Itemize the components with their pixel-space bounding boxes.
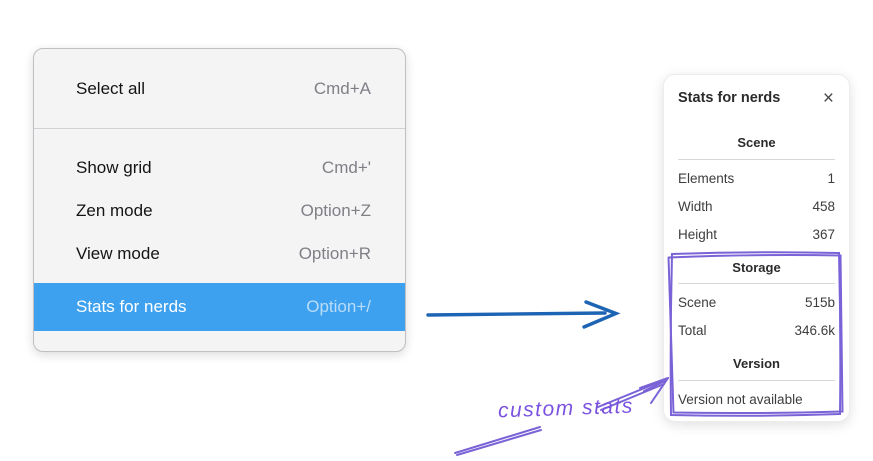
custom-stats-label: custom stats bbox=[497, 394, 635, 423]
blue-arrow bbox=[426, 300, 621, 329]
stat-label: Total bbox=[678, 322, 707, 338]
section-divider bbox=[678, 159, 835, 160]
stat-label: Width bbox=[678, 198, 713, 214]
stat-value: 367 bbox=[812, 226, 835, 242]
menu-divider bbox=[34, 128, 405, 129]
menu-item-label: Zen mode bbox=[76, 200, 153, 220]
version-message: Version not available bbox=[678, 391, 803, 407]
stat-value: 458 bbox=[812, 198, 835, 214]
stat-row-height: Height 367 bbox=[678, 220, 835, 248]
section-divider bbox=[678, 380, 835, 381]
menu-item-shortcut: Option+R bbox=[298, 243, 371, 263]
menu-section-bottom: Show grid Cmd+' Zen mode Option+Z View m… bbox=[34, 129, 405, 331]
stats-panel: Stats for nerds × Scene Elements 1 Width… bbox=[663, 74, 850, 422]
menu-section-top: Select all Cmd+A bbox=[34, 49, 405, 128]
section-rows-scene: Elements 1 Width 458 Height 367 bbox=[678, 164, 835, 248]
menu-item-select-all[interactable]: Select all Cmd+A bbox=[34, 67, 405, 110]
stat-row-scene-storage: Scene 515b bbox=[678, 288, 835, 316]
stat-row-total-storage: Total 346.6k bbox=[678, 316, 835, 344]
menu-item-label: Select all bbox=[76, 78, 145, 98]
stat-row-elements: Elements 1 bbox=[678, 164, 835, 192]
stat-value: 515b bbox=[804, 294, 835, 310]
close-icon[interactable]: × bbox=[822, 87, 834, 109]
stat-value: 346.6k bbox=[794, 322, 835, 338]
stat-value: 1 bbox=[827, 170, 835, 186]
menu-item-label: Show grid bbox=[76, 157, 152, 177]
menu-item-stats-for-nerds[interactable]: Stats for nerds Option+/ bbox=[34, 283, 405, 331]
menu-item-shortcut: Cmd+A bbox=[313, 78, 371, 98]
menu-item-shortcut: Option+/ bbox=[306, 297, 371, 316]
menu-item-show-grid[interactable]: Show grid Cmd+' bbox=[34, 146, 405, 189]
context-menu: Select all Cmd+A Show grid Cmd+' Zen mod… bbox=[33, 48, 406, 352]
stats-panel-title: Stats for nerds bbox=[678, 90, 781, 106]
menu-item-label: Stats for nerds bbox=[76, 297, 187, 316]
stat-label: Scene bbox=[678, 294, 717, 310]
menu-item-label: View mode bbox=[76, 243, 160, 263]
menu-item-zen-mode[interactable]: Zen mode Option+Z bbox=[34, 189, 405, 232]
menu-item-shortcut: Option+Z bbox=[300, 200, 371, 220]
stat-row-width: Width 458 bbox=[678, 192, 835, 220]
section-heading-scene: Scene bbox=[737, 135, 776, 150]
stats-panel-header: Stats for nerds × bbox=[678, 87, 835, 109]
section-rows-storage: Scene 515b Total 346.6k bbox=[678, 288, 835, 344]
menu-item-shortcut: Cmd+' bbox=[321, 157, 371, 177]
section-heading-storage: Storage bbox=[732, 260, 781, 275]
section-divider bbox=[678, 283, 835, 284]
stat-label: Elements bbox=[678, 170, 735, 186]
stat-label: Height bbox=[678, 226, 718, 242]
menu-item-view-mode[interactable]: View mode Option+R bbox=[34, 232, 405, 275]
section-heading-version: Version bbox=[733, 356, 780, 371]
